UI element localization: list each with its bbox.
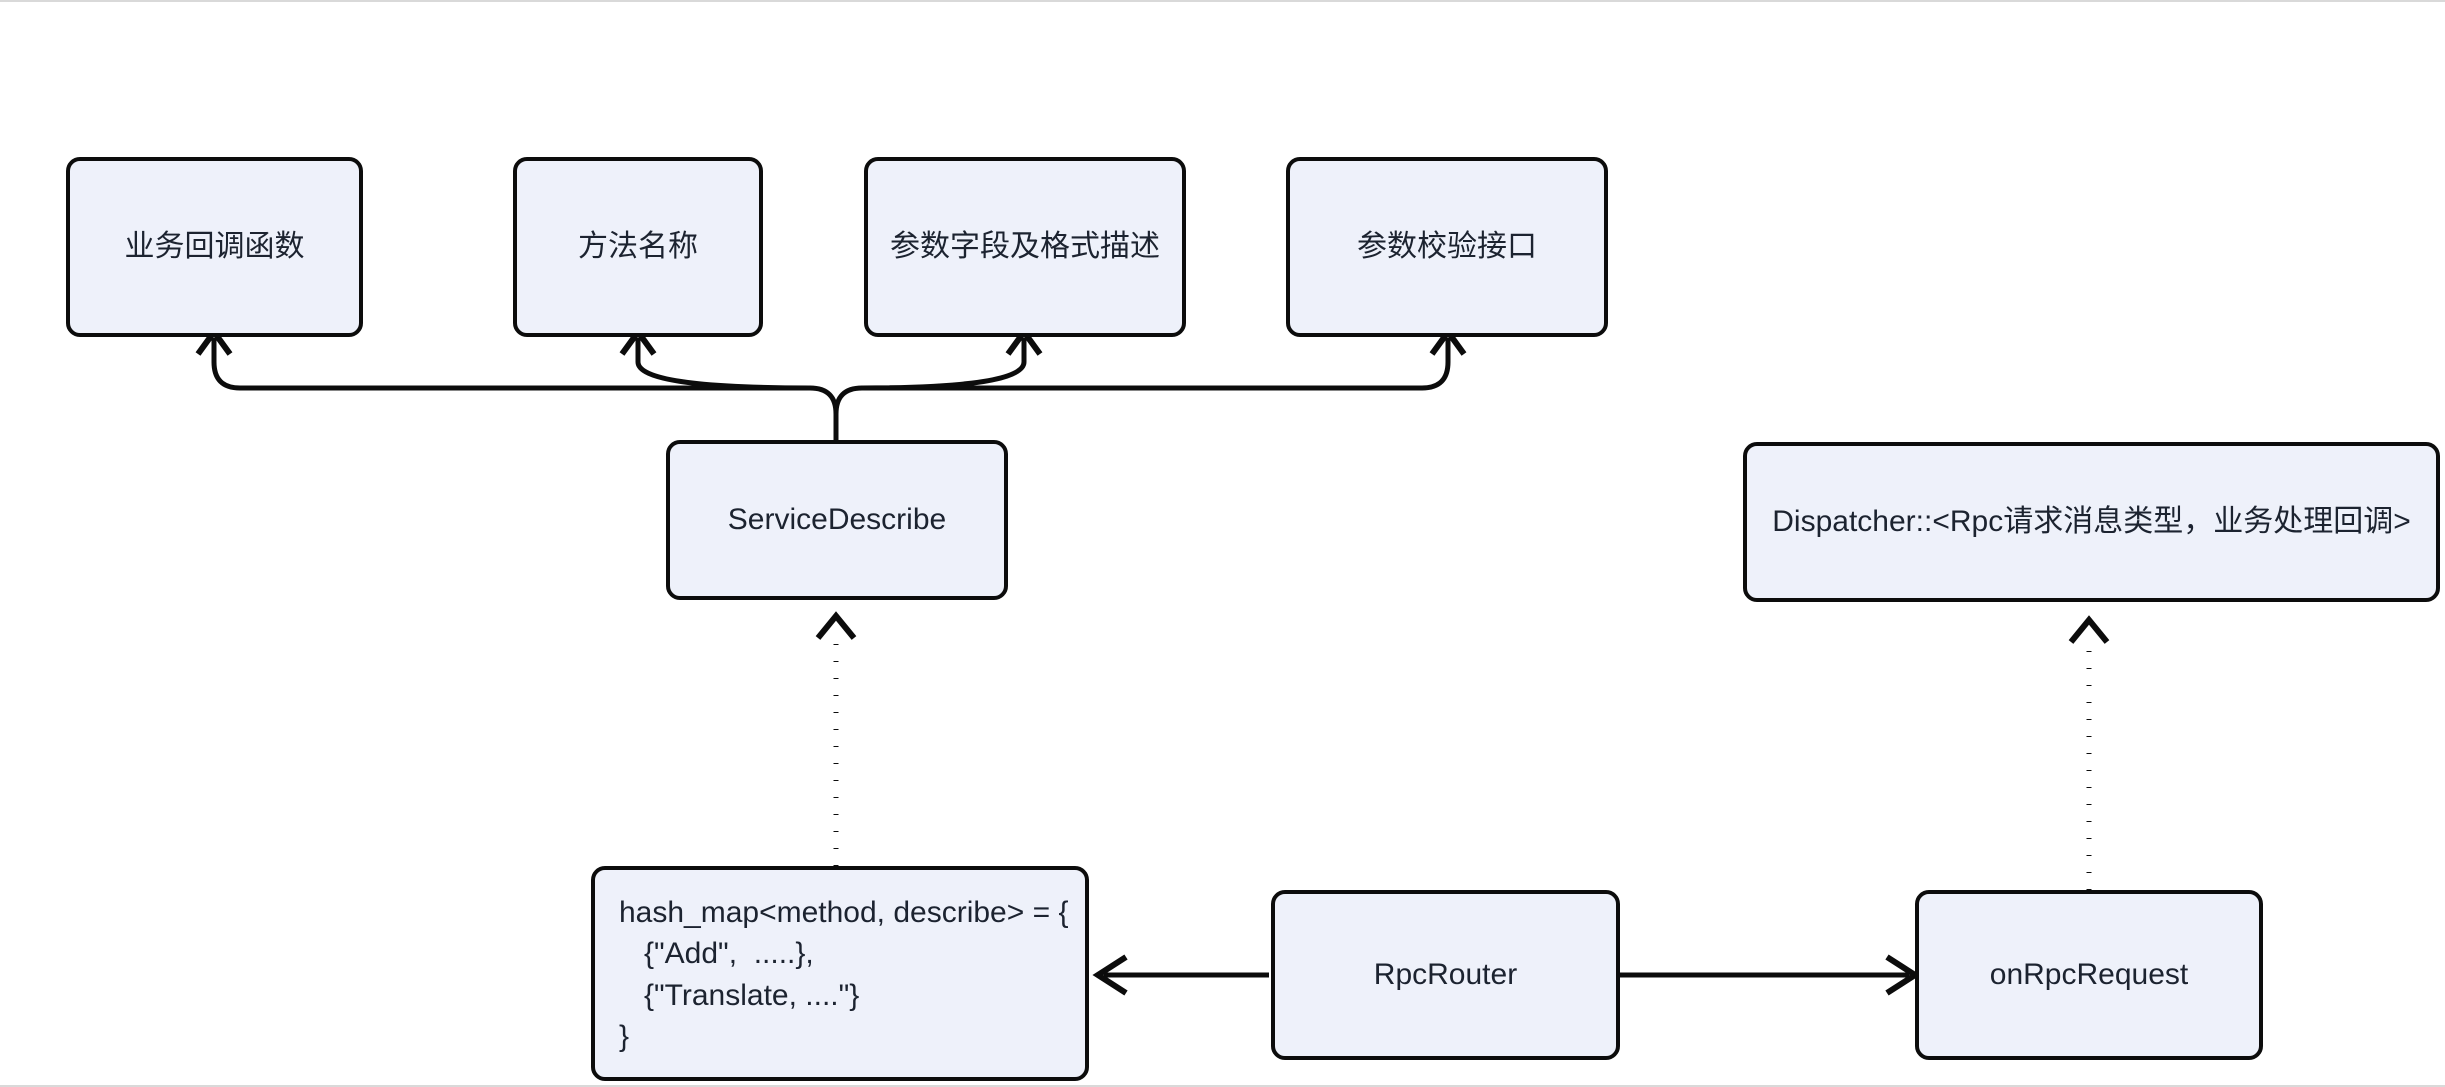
- node-dispatcher[interactable]: Dispatcher::<Rpc请求消息类型，业务处理回调>: [1743, 442, 2440, 602]
- node-service-describe-label: ServiceDescribe: [727, 502, 947, 536]
- node-service-describe[interactable]: ServiceDescribe: [666, 440, 1008, 600]
- edge-service-describe-trunk: [833, 338, 1451, 440]
- node-param-check-api[interactable]: 参数校验接口: [1286, 157, 1608, 337]
- edge-service-describe-trunk-left: [211, 338, 839, 440]
- arrowhead-service-describe-bottom: [815, 611, 857, 640]
- node-dispatcher-label: Dispatcher::<Rpc请求消息类型，业务处理回调>: [1772, 504, 2411, 538]
- node-business-callback-label: 业务回调函数: [124, 229, 305, 263]
- node-method-name-label: 方法名称: [578, 229, 698, 263]
- node-param-check-api-label: 参数校验接口: [1357, 229, 1537, 263]
- node-business-callback[interactable]: 业务回调函数: [66, 157, 363, 337]
- arrowhead-hash-map-right: [1092, 954, 1128, 996]
- node-hash-map-label: hash_map<method, describe> = { {"Add", .…: [619, 896, 1069, 1054]
- arrowhead-dispatcher-bottom: [2068, 615, 2110, 644]
- node-param-field-desc[interactable]: 参数字段及格式描述: [864, 157, 1186, 337]
- node-on-rpc-request-label: onRpcRequest: [1989, 957, 2189, 991]
- node-method-name[interactable]: 方法名称: [513, 157, 763, 337]
- edge-branch-param-field: [861, 338, 1027, 391]
- node-rpc-router-label: RpcRouter: [1373, 957, 1518, 991]
- node-on-rpc-request[interactable]: onRpcRequest: [1915, 890, 2263, 1060]
- node-hash-map[interactable]: hash_map<method, describe> = { {"Add", .…: [591, 866, 1089, 1081]
- edge-branch-method-name: [635, 338, 811, 391]
- node-param-field-desc-label: 参数字段及格式描述: [890, 229, 1160, 263]
- node-rpc-router[interactable]: RpcRouter: [1271, 890, 1620, 1060]
